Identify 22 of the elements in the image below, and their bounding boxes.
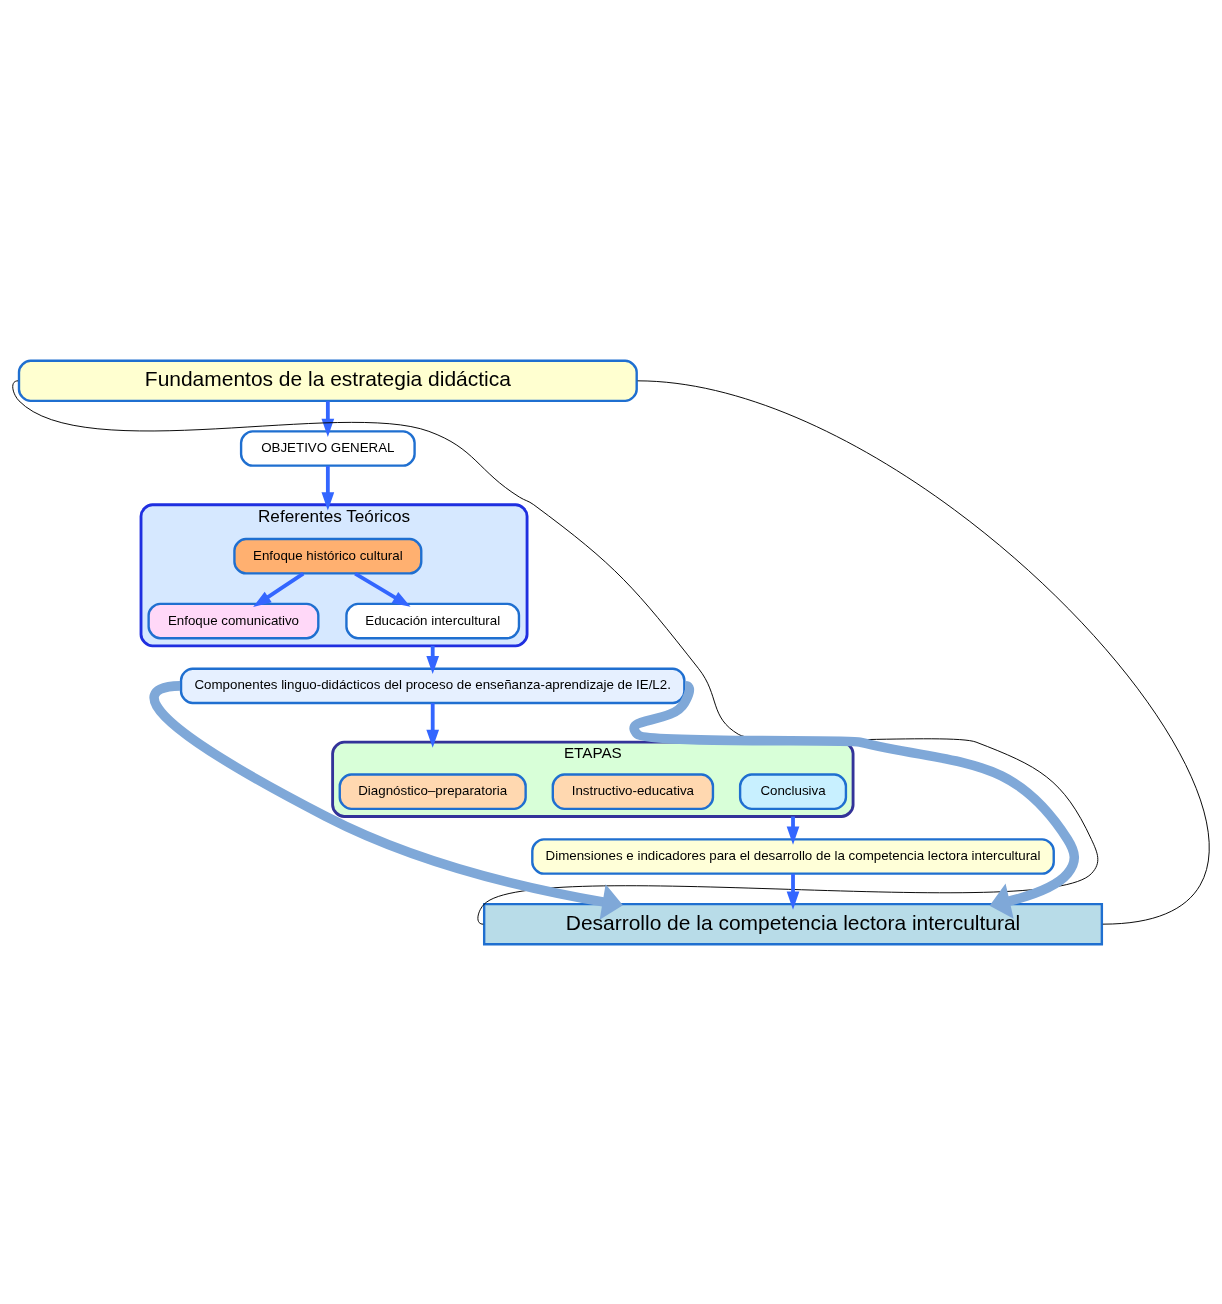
node-box: Dimensiones e indicadores para el desarrollo de la competencia lectora intercultural: [531, 837, 1055, 875]
arrow: [321, 400, 335, 437]
arrow: [426, 702, 440, 748]
node-box: Enfoque histórico cultural: [233, 537, 423, 575]
arrow: [150, 680, 623, 920]
node-box: Instructivo-educativa: [551, 772, 715, 810]
node-box: Educación intercultural: [345, 602, 521, 639]
arrow: [354, 571, 411, 607]
connector: [637, 379, 1210, 925]
node-box: OBJETIVO GENERAL: [239, 429, 416, 467]
node-box: Componentes linguo-didácticos del proceso de enseñanza-aprendizaje de IE/L2.: [179, 667, 686, 704]
connector: [12, 379, 1099, 925]
arrow: [786, 815, 800, 845]
node-box: Fundamentos de la estrategia didáctica: [17, 359, 638, 402]
node-box: Diagnóstico–preparatoria: [338, 772, 527, 810]
arrow: [321, 465, 335, 510]
node-box: Enfoque comunicativo: [147, 602, 320, 639]
node-box: Desarrollo de la competencia lectora intercultural: [483, 902, 1104, 945]
arrow: [253, 571, 305, 607]
arrow: [786, 873, 800, 910]
arrow: [630, 682, 1079, 919]
node-box: Conclusiva: [738, 772, 848, 810]
